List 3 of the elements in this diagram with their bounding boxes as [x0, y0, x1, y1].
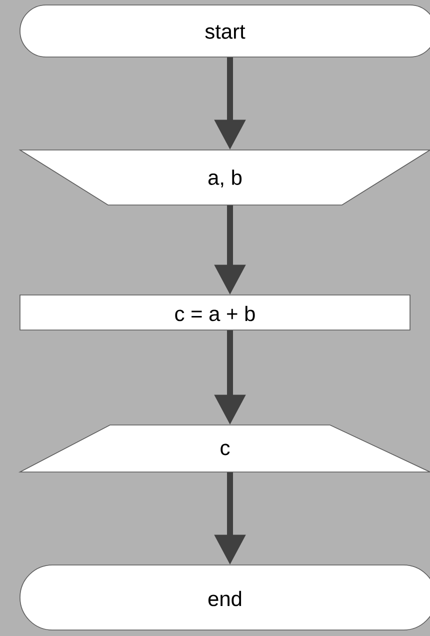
- process-box: c = a + b: [20, 294, 410, 330]
- terminal-box: start: [20, 4, 430, 58]
- terminal-box: end: [20, 564, 430, 630]
